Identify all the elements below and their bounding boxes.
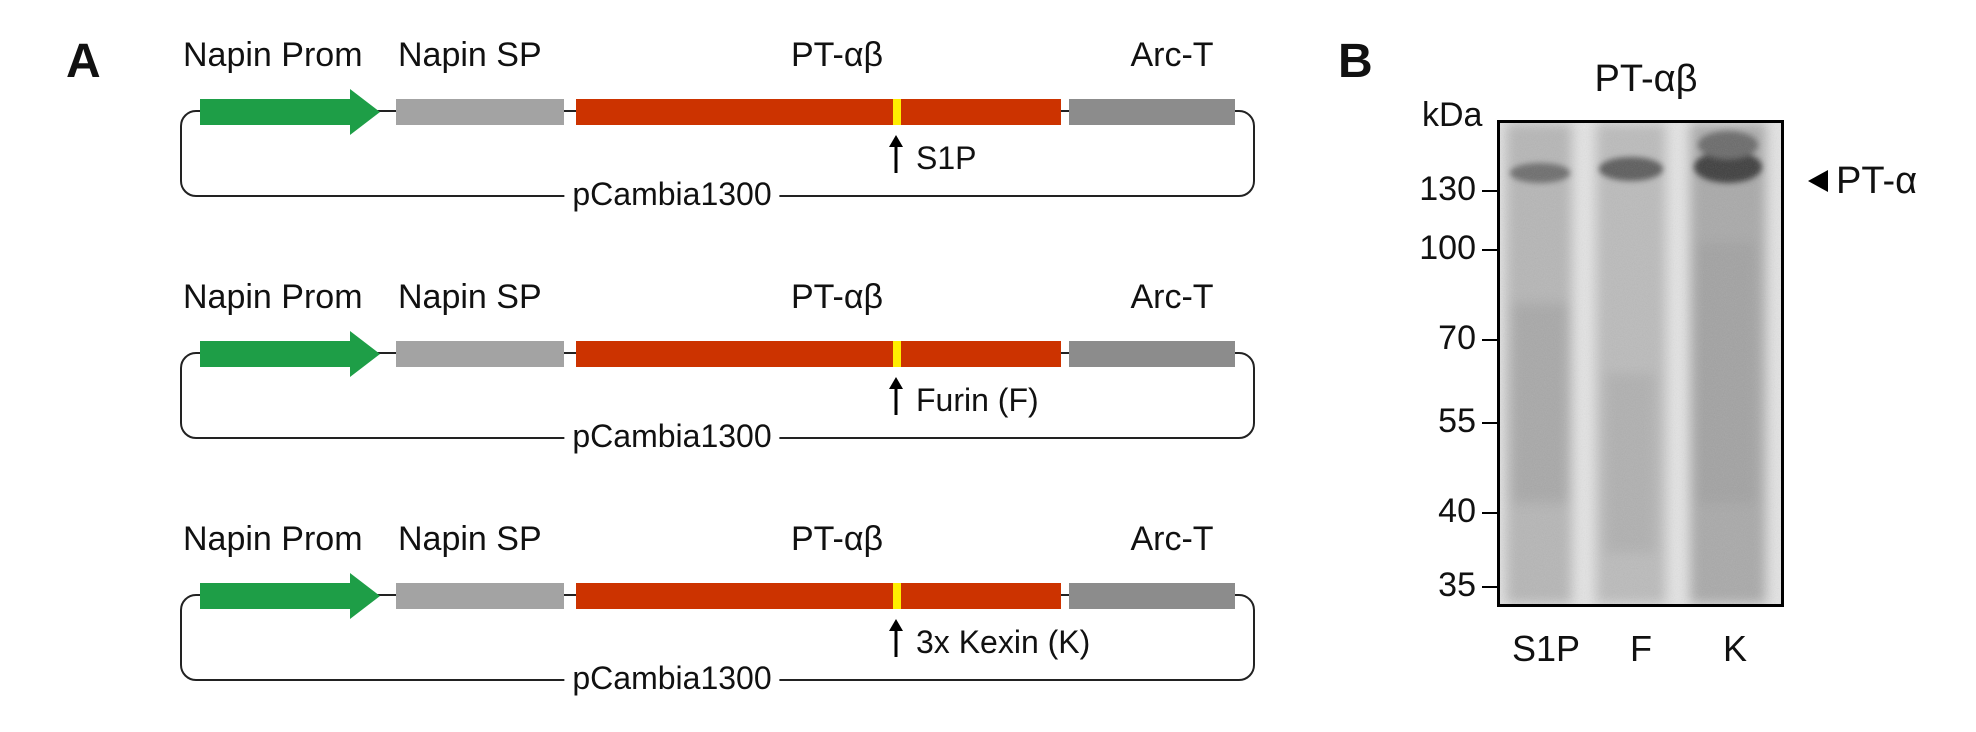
gene-segment xyxy=(576,583,1061,609)
band-label: PT-α xyxy=(1836,160,1918,202)
signal-peptide-label: Napin SP xyxy=(398,520,542,558)
terminator-segment xyxy=(1069,583,1235,609)
cleavage-arrow-icon xyxy=(889,377,903,415)
promoter-label: Napin Prom xyxy=(183,278,363,316)
promoter-arrow-icon xyxy=(200,89,380,135)
gene-segment xyxy=(576,341,1061,367)
lane-label: S1P xyxy=(1511,628,1581,669)
gene-segment xyxy=(576,99,1061,125)
cleavage-arrow-icon xyxy=(889,619,903,657)
gene-label: PT-αβ xyxy=(790,520,884,558)
blot-svg xyxy=(1500,123,1781,604)
cleavage-site-marker xyxy=(893,99,901,125)
cleavage-arrow-icon xyxy=(889,135,903,173)
marker-label: 100 xyxy=(1419,229,1476,267)
terminator-label: Arc-T xyxy=(1130,36,1214,74)
promoter-arrow-icon xyxy=(200,573,380,619)
marker-tick xyxy=(1482,339,1498,341)
marker-label: 130 xyxy=(1419,170,1476,208)
vector-label: pCambia1300 xyxy=(564,418,780,455)
marker-tick xyxy=(1482,190,1498,192)
gene-label: PT-αβ xyxy=(790,278,884,316)
cleavage-site-marker xyxy=(893,341,901,367)
marker-label: 70 xyxy=(1438,319,1476,357)
blot-title: PT-αβ xyxy=(1594,58,1698,100)
marker-label: 35 xyxy=(1438,566,1476,604)
panel-a-letter: A xyxy=(66,35,101,88)
cleavage-site-label: S1P xyxy=(916,140,977,176)
marker-tick xyxy=(1482,586,1498,588)
western-blot-image xyxy=(1497,120,1784,607)
promoter-label: Napin Prom xyxy=(183,36,363,74)
signal-peptide-label: Napin SP xyxy=(398,278,542,316)
lane-label: F xyxy=(1630,628,1652,669)
terminator-label: Arc-T xyxy=(1130,520,1214,558)
band-pointer-icon xyxy=(1808,170,1828,192)
marker-label: 55 xyxy=(1438,402,1476,440)
signal-peptide-segment xyxy=(396,341,564,367)
lane-label: K xyxy=(1722,628,1748,669)
signal-peptide-segment xyxy=(396,583,564,609)
vector-label: pCambia1300 xyxy=(564,176,780,213)
marker-label: 40 xyxy=(1438,492,1476,530)
kda-unit-label: kDa xyxy=(1422,96,1483,134)
cleavage-site-label: 3x Kexin (K) xyxy=(916,624,1091,660)
cleavage-site-marker xyxy=(893,583,901,609)
terminator-segment xyxy=(1069,341,1235,367)
promoter-label: Napin Prom xyxy=(183,520,363,558)
gene-label: PT-αβ xyxy=(790,36,884,74)
construct-3: Napin Prom Napin SP PT-αβ Arc-T 3x Kexin (K)… xyxy=(0,484,1300,724)
promoter-arrow-icon xyxy=(200,331,380,377)
terminator-label: Arc-T xyxy=(1130,278,1214,316)
marker-tick xyxy=(1482,422,1498,424)
marker-tick xyxy=(1482,249,1498,251)
vector-label: pCambia1300 xyxy=(564,660,780,697)
signal-peptide-label: Napin SP xyxy=(398,36,542,74)
terminator-segment xyxy=(1069,99,1235,125)
signal-peptide-segment xyxy=(396,99,564,125)
marker-tick xyxy=(1482,512,1498,514)
panel-b-letter: B xyxy=(1338,35,1373,88)
construct-2: Napin Prom Napin SP PT-αβ Arc-T Furin (F) pCa… xyxy=(0,242,1300,482)
construct-1: Napin Prom Napin SP PT-αβ Arc-T S1P pCambia13… xyxy=(0,0,1300,240)
cleavage-site-label: Furin (F) xyxy=(916,382,1039,418)
